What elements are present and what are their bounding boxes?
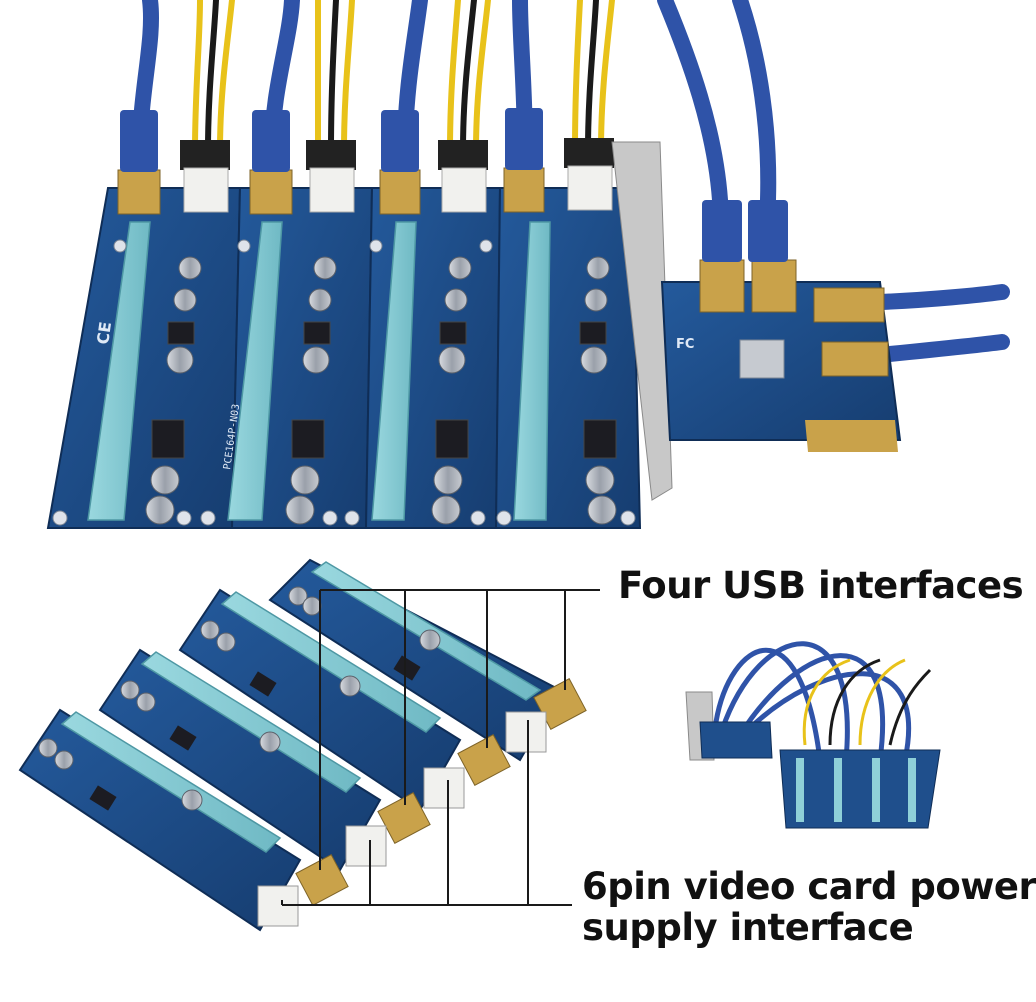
complete-set-thumbnail bbox=[685, 641, 941, 829]
riser-6pin-connectors bbox=[180, 138, 614, 213]
mounting-holes bbox=[52, 239, 636, 526]
adapter-cert-fc-text: FC bbox=[676, 337, 694, 352]
callout-6pin-power: 6pin video card power supply interface bbox=[582, 866, 1036, 949]
callout-6pin-power-line2: supply interface bbox=[582, 906, 914, 950]
iso-usb-ports bbox=[295, 678, 587, 906]
iso-chips bbox=[89, 655, 421, 811]
pcie-x1-adapter-card: FC bbox=[660, 200, 902, 452]
callout-6pin-power-line1: 6pin video card power bbox=[582, 865, 1036, 908]
board-cert-ce-text: CE bbox=[93, 320, 115, 345]
callout-usb-interfaces: Four USB interfaces bbox=[618, 564, 1024, 607]
iso-6pin-connectors bbox=[257, 711, 547, 927]
product-scene: PCE164P-N03 CE FC bbox=[18, 0, 1010, 932]
iso-pcie-slots bbox=[60, 561, 542, 853]
power-wires-top bbox=[192, 0, 615, 153]
riser-capacitors bbox=[145, 256, 617, 525]
isometric-product-photo bbox=[18, 558, 587, 932]
pcie-bracket bbox=[611, 141, 673, 501]
riser-usb-ports bbox=[117, 108, 545, 215]
riser-chips bbox=[151, 321, 617, 459]
callout-leader-lines bbox=[281, 589, 600, 906]
main-product-photo: PCE164P-N03 CE FC bbox=[46, 0, 1010, 529]
pcie-slots bbox=[87, 221, 551, 521]
iso-capacitors bbox=[38, 586, 441, 811]
